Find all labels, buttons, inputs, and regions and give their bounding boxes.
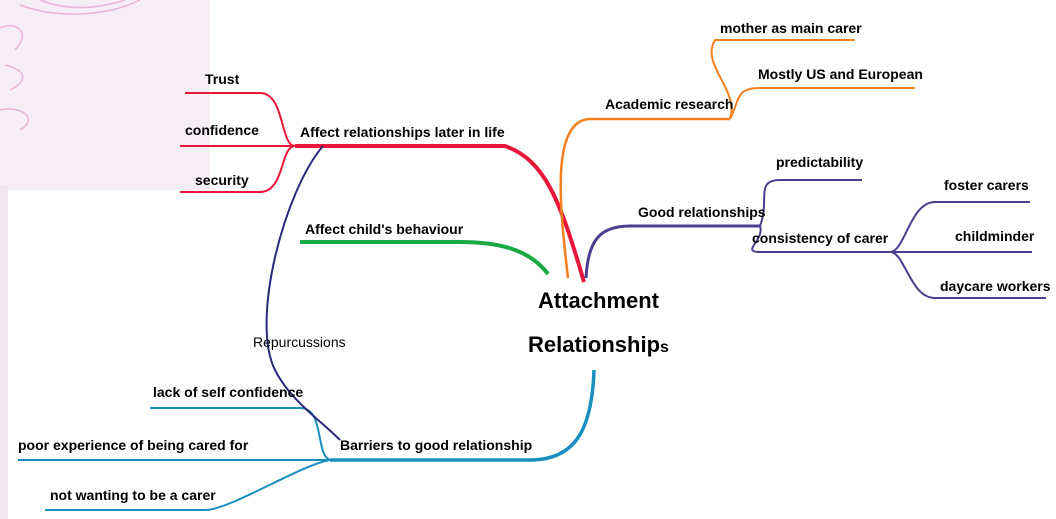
connector-daycare	[889, 251, 1046, 299]
connector-foster	[889, 201, 1030, 253]
node-trust: Trust	[205, 71, 240, 87]
node-consistency: consistency of carer	[752, 230, 889, 246]
node-lack: lack of self confidence	[153, 384, 303, 400]
node-foster: foster carers	[944, 177, 1029, 193]
node-security: security	[195, 172, 249, 188]
center-title-word: Relationship	[528, 332, 660, 357]
node-poor: poor experience of being cared for	[18, 437, 249, 453]
connector-security	[180, 145, 296, 193]
background-panel-lower	[0, 185, 8, 519]
node-affect-later: Affect relationships later in life	[300, 124, 505, 140]
node-academic: Academic research	[605, 96, 733, 112]
center-title-suffix: s	[660, 339, 669, 356]
connector-predictability	[759, 179, 862, 227]
node-childminder: childminder	[955, 228, 1035, 244]
connector-consistency	[751, 225, 890, 253]
node-barriers: Barriers to good relationship	[340, 437, 532, 453]
decorative-swirl	[0, 0, 141, 131]
connector-trust	[185, 92, 296, 147]
connector-good	[584, 224, 760, 279]
connector-not-wanting	[45, 459, 331, 511]
node-affect-behaviour: Affect child's behaviour	[305, 221, 464, 237]
connector-mostly	[729, 87, 915, 120]
node-mother: mother as main carer	[720, 20, 862, 36]
center-title-line1: Attachment	[538, 288, 660, 313]
connector-repercussions	[265, 145, 341, 441]
node-daycare: daycare workers	[940, 278, 1051, 294]
connector-barriers	[330, 369, 596, 462]
node-mostly: Mostly US and European	[758, 66, 923, 82]
connector-lack	[150, 407, 331, 461]
connector-academic	[559, 117, 730, 279]
node-confidence: confidence	[185, 122, 259, 138]
node-repercussions: Repurcussions	[253, 334, 346, 350]
node-good: Good relationships	[638, 204, 766, 220]
node-not-wanting: not wanting to be a carer	[50, 487, 216, 503]
background-panel	[0, 0, 210, 190]
connector-affect-later	[295, 144, 586, 283]
connector-affect-behaviour	[300, 240, 550, 276]
connector-mother	[710, 39, 855, 120]
center-title-line2: Relationships	[528, 332, 669, 357]
node-predictability: predictability	[776, 154, 863, 170]
